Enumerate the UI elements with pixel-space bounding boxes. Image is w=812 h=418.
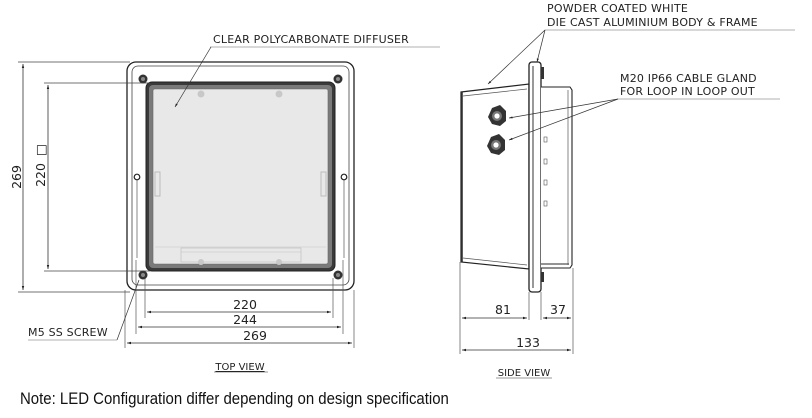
callout-gland-line2: FOR LOOP IN LOOP OUT [620, 85, 755, 98]
screw-icon [138, 74, 148, 84]
top-view: 269 220 □ 220 244 269 CLEAR POLYCARBONAT… [9, 33, 440, 373]
cable-gland-icon [487, 134, 505, 155]
dim-width-269: 269 [243, 328, 267, 343]
side-view-title: SIDE VIEW [498, 368, 551, 379]
polycarbonate-diffuser [152, 88, 329, 265]
side-view: POWDER COATED WHITE DIE CAST ALUMINIUM B… [459, 2, 795, 379]
square-symbol: □ [33, 144, 48, 156]
design-note: Note: LED Configuration differ depending… [20, 389, 449, 408]
screw-icon [333, 270, 343, 280]
front-frame [528, 61, 542, 293]
callout-diffuser: CLEAR POLYCARBONATE DIFFUSER [213, 33, 409, 46]
cable-gland-icon [488, 105, 506, 126]
dim-depth-81: 81 [495, 302, 511, 317]
callout-gland-line1: M20 IP66 CABLE GLAND [620, 72, 757, 85]
callout-screw: M5 SS SCREW [28, 326, 108, 339]
dim-depth-37: 37 [550, 302, 566, 317]
dim-width-244: 244 [233, 312, 257, 327]
callout-body-line2: DIE CAST ALUMINIUM BODY & FRAME [547, 16, 758, 29]
dim-inner-220: 220 [33, 163, 48, 187]
dim-width-220: 220 [233, 297, 257, 312]
dim-height-269: 269 [9, 165, 24, 189]
top-view-title: TOP VIEW [214, 362, 264, 373]
dim-depth-133: 133 [516, 335, 540, 350]
screw-icon [333, 74, 343, 84]
callout-body-line1: POWDER COATED WHITE [547, 2, 688, 15]
screw-icon [138, 270, 148, 280]
